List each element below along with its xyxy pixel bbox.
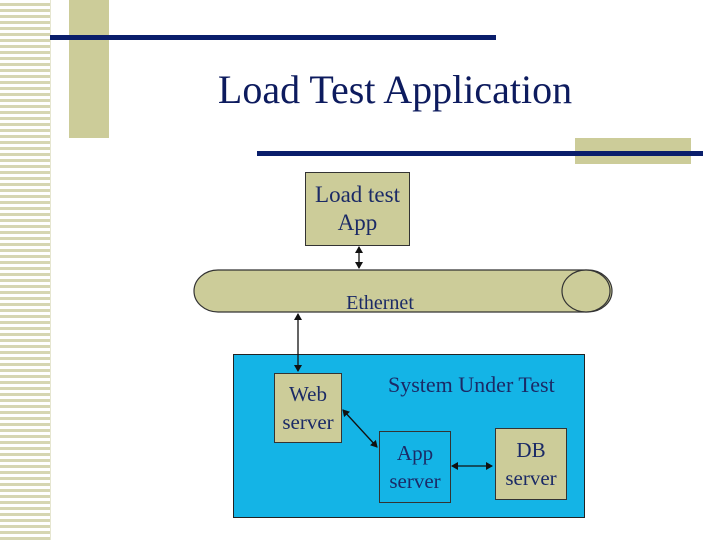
web-server-box: Web server bbox=[274, 373, 342, 443]
title-accent-block-left bbox=[69, 0, 109, 138]
db-server-label-line2: server bbox=[505, 466, 557, 490]
ethernet-cylinder-end bbox=[561, 269, 611, 313]
system-under-test-label: System Under Test bbox=[388, 372, 555, 397]
title-accent-line-top bbox=[50, 35, 496, 40]
db-server-label-line1: DB bbox=[516, 438, 546, 462]
title-accent-line-bottom bbox=[257, 151, 703, 156]
app-server-label-line1: App bbox=[396, 441, 434, 465]
ethernet-label: Ethernet bbox=[346, 292, 414, 314]
load-test-app-label-line1: Load test bbox=[315, 182, 400, 207]
load-test-app-label-line2: App bbox=[337, 210, 378, 235]
sidebar-edge bbox=[50, 0, 51, 540]
web-to-app-server-arrow bbox=[342, 409, 378, 448]
db-server-box: DB server bbox=[495, 428, 567, 500]
striped-sidebar-decoration bbox=[0, 0, 50, 540]
web-server-label-line2: server bbox=[282, 410, 334, 434]
slide-title: Load Test Application bbox=[217, 67, 573, 112]
web-server-label-line1: Web bbox=[289, 382, 327, 406]
app-server-label-line2: server bbox=[389, 469, 441, 493]
load-test-app-box: Load test App bbox=[305, 172, 410, 246]
app-server-box: App server bbox=[379, 431, 451, 503]
